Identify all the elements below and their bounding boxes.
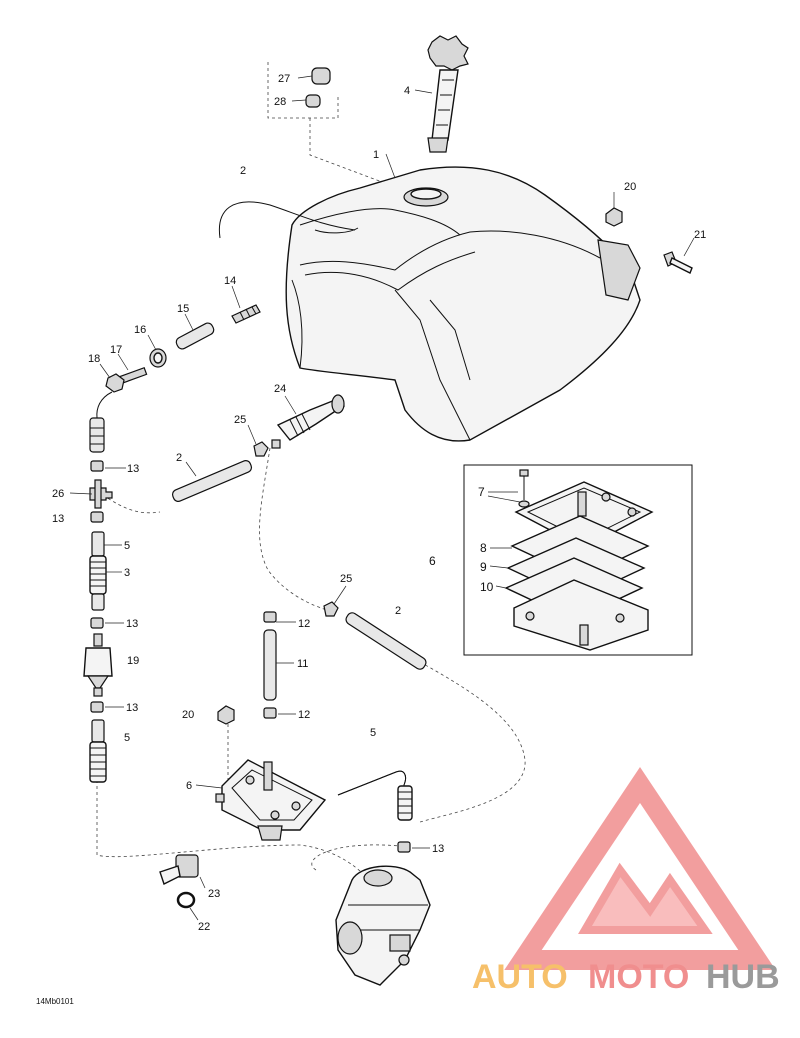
clip-25-upper (253, 441, 269, 457)
callout-16: 16 (134, 324, 146, 336)
callout-9: 9 (480, 560, 487, 574)
fuel-filter-19 (83, 633, 113, 697)
callout-14: 14 (224, 275, 236, 287)
tee-26 (89, 479, 113, 509)
fuel-tank (285, 166, 641, 442)
screen-filter-3 (89, 531, 107, 611)
callout-6-lower: 6 (186, 780, 192, 792)
callout-11: 11 (297, 658, 308, 670)
clamp-13-d (90, 701, 104, 713)
pump-exploded-frame (463, 464, 693, 656)
fuel-line-upper-left (96, 391, 113, 419)
hose-end-left (89, 417, 105, 453)
watermark-logo (504, 767, 776, 970)
clamp-12-upper (263, 611, 277, 623)
pump-base (513, 579, 649, 651)
callout-6-box: 6 (429, 554, 436, 568)
watermark-triangle-icon (504, 767, 776, 970)
callout-26: 26 (52, 488, 64, 500)
pump-screw-7 (518, 469, 530, 508)
clamp-13-e (397, 841, 411, 853)
nut-20-lower (217, 705, 235, 725)
callout-27: 27 (278, 73, 290, 85)
callout-1: 1 (373, 149, 379, 161)
vent-hose-top (218, 201, 356, 239)
bolt-21 (663, 251, 693, 274)
callout-2-middle-right: 2 (395, 605, 401, 617)
callout-4: 4 (404, 85, 410, 97)
gauge-cap (427, 35, 469, 153)
nut-18 (105, 373, 125, 393)
bent-fuel-line-5-inner (337, 770, 407, 796)
watermark-brand-hub: HUB (706, 958, 780, 996)
clamp-12-lower (263, 707, 277, 719)
callout-12-upper: 12 (298, 618, 310, 630)
callout-15: 15 (177, 303, 189, 315)
hose-11 (263, 629, 277, 701)
callout-10: 10 (480, 580, 494, 594)
callout-20-lower: 20 (182, 709, 194, 721)
callout-24: 24 (274, 383, 286, 395)
callout-13-c: 13 (126, 618, 138, 630)
callout-21: 21 (694, 229, 706, 241)
watermark-mountain-icon (578, 862, 713, 934)
watermark-brand-auto: AUTO (472, 958, 568, 996)
callout-13-a: 13 (127, 463, 139, 475)
callout-22: 22 (198, 921, 210, 933)
callout-13-d: 13 (126, 702, 138, 714)
leader-lines (69, 75, 695, 921)
callout-23: 23 (208, 888, 220, 900)
callout-8: 8 (480, 541, 487, 555)
clip-25-middle (323, 601, 339, 617)
callout-labels: 27 28 4 1 2 20 21 14 15 16 17 18 24 25 2… (36, 73, 706, 1006)
fuel-pump-lower (215, 759, 327, 841)
o-ring-22 (176, 891, 196, 909)
callout-18: 18 (88, 353, 100, 365)
carburetor (335, 865, 431, 986)
callout-12-lower: 12 (298, 709, 310, 721)
fitting-14 (231, 304, 261, 324)
primer-23 (159, 854, 199, 885)
callout-25-upper: 25 (234, 414, 246, 426)
vent-caps (305, 67, 331, 108)
callout-17: 17 (110, 344, 122, 356)
fuel-valve-24 (271, 394, 345, 449)
spring-hose-right (397, 785, 413, 821)
callout-5-lower: 5 (124, 732, 130, 744)
watermark-brand-moto: MOTO (588, 958, 689, 996)
spring-hose-lower-left (89, 719, 107, 783)
hose-15 (175, 322, 215, 350)
callout-2-middle-left: 2 (176, 452, 182, 464)
callout-13-b: 13 (52, 513, 64, 525)
callout-3: 3 (124, 567, 130, 579)
nut-20-upper (605, 207, 623, 227)
callout-20-upper: 20 (624, 181, 636, 193)
callout-5-middle: 5 (370, 727, 376, 739)
callout-7: 7 (478, 485, 485, 499)
callout-28: 28 (274, 96, 286, 108)
hose-2-middle-right (345, 612, 427, 670)
hose-2-middle-left (171, 460, 253, 502)
callout-2-top: 2 (240, 165, 246, 177)
callout-13-e: 13 (432, 843, 444, 855)
clamp-13-c (90, 617, 104, 629)
clamp-13-a (90, 460, 104, 472)
callout-5-upper: 5 (124, 540, 130, 552)
callout-25-middle: 25 (340, 573, 352, 585)
callout-19: 19 (127, 655, 139, 667)
diagram-reference-code: 14Mb0101 (36, 997, 74, 1006)
grommet-16 (149, 348, 167, 368)
clamp-13-b (90, 511, 104, 523)
